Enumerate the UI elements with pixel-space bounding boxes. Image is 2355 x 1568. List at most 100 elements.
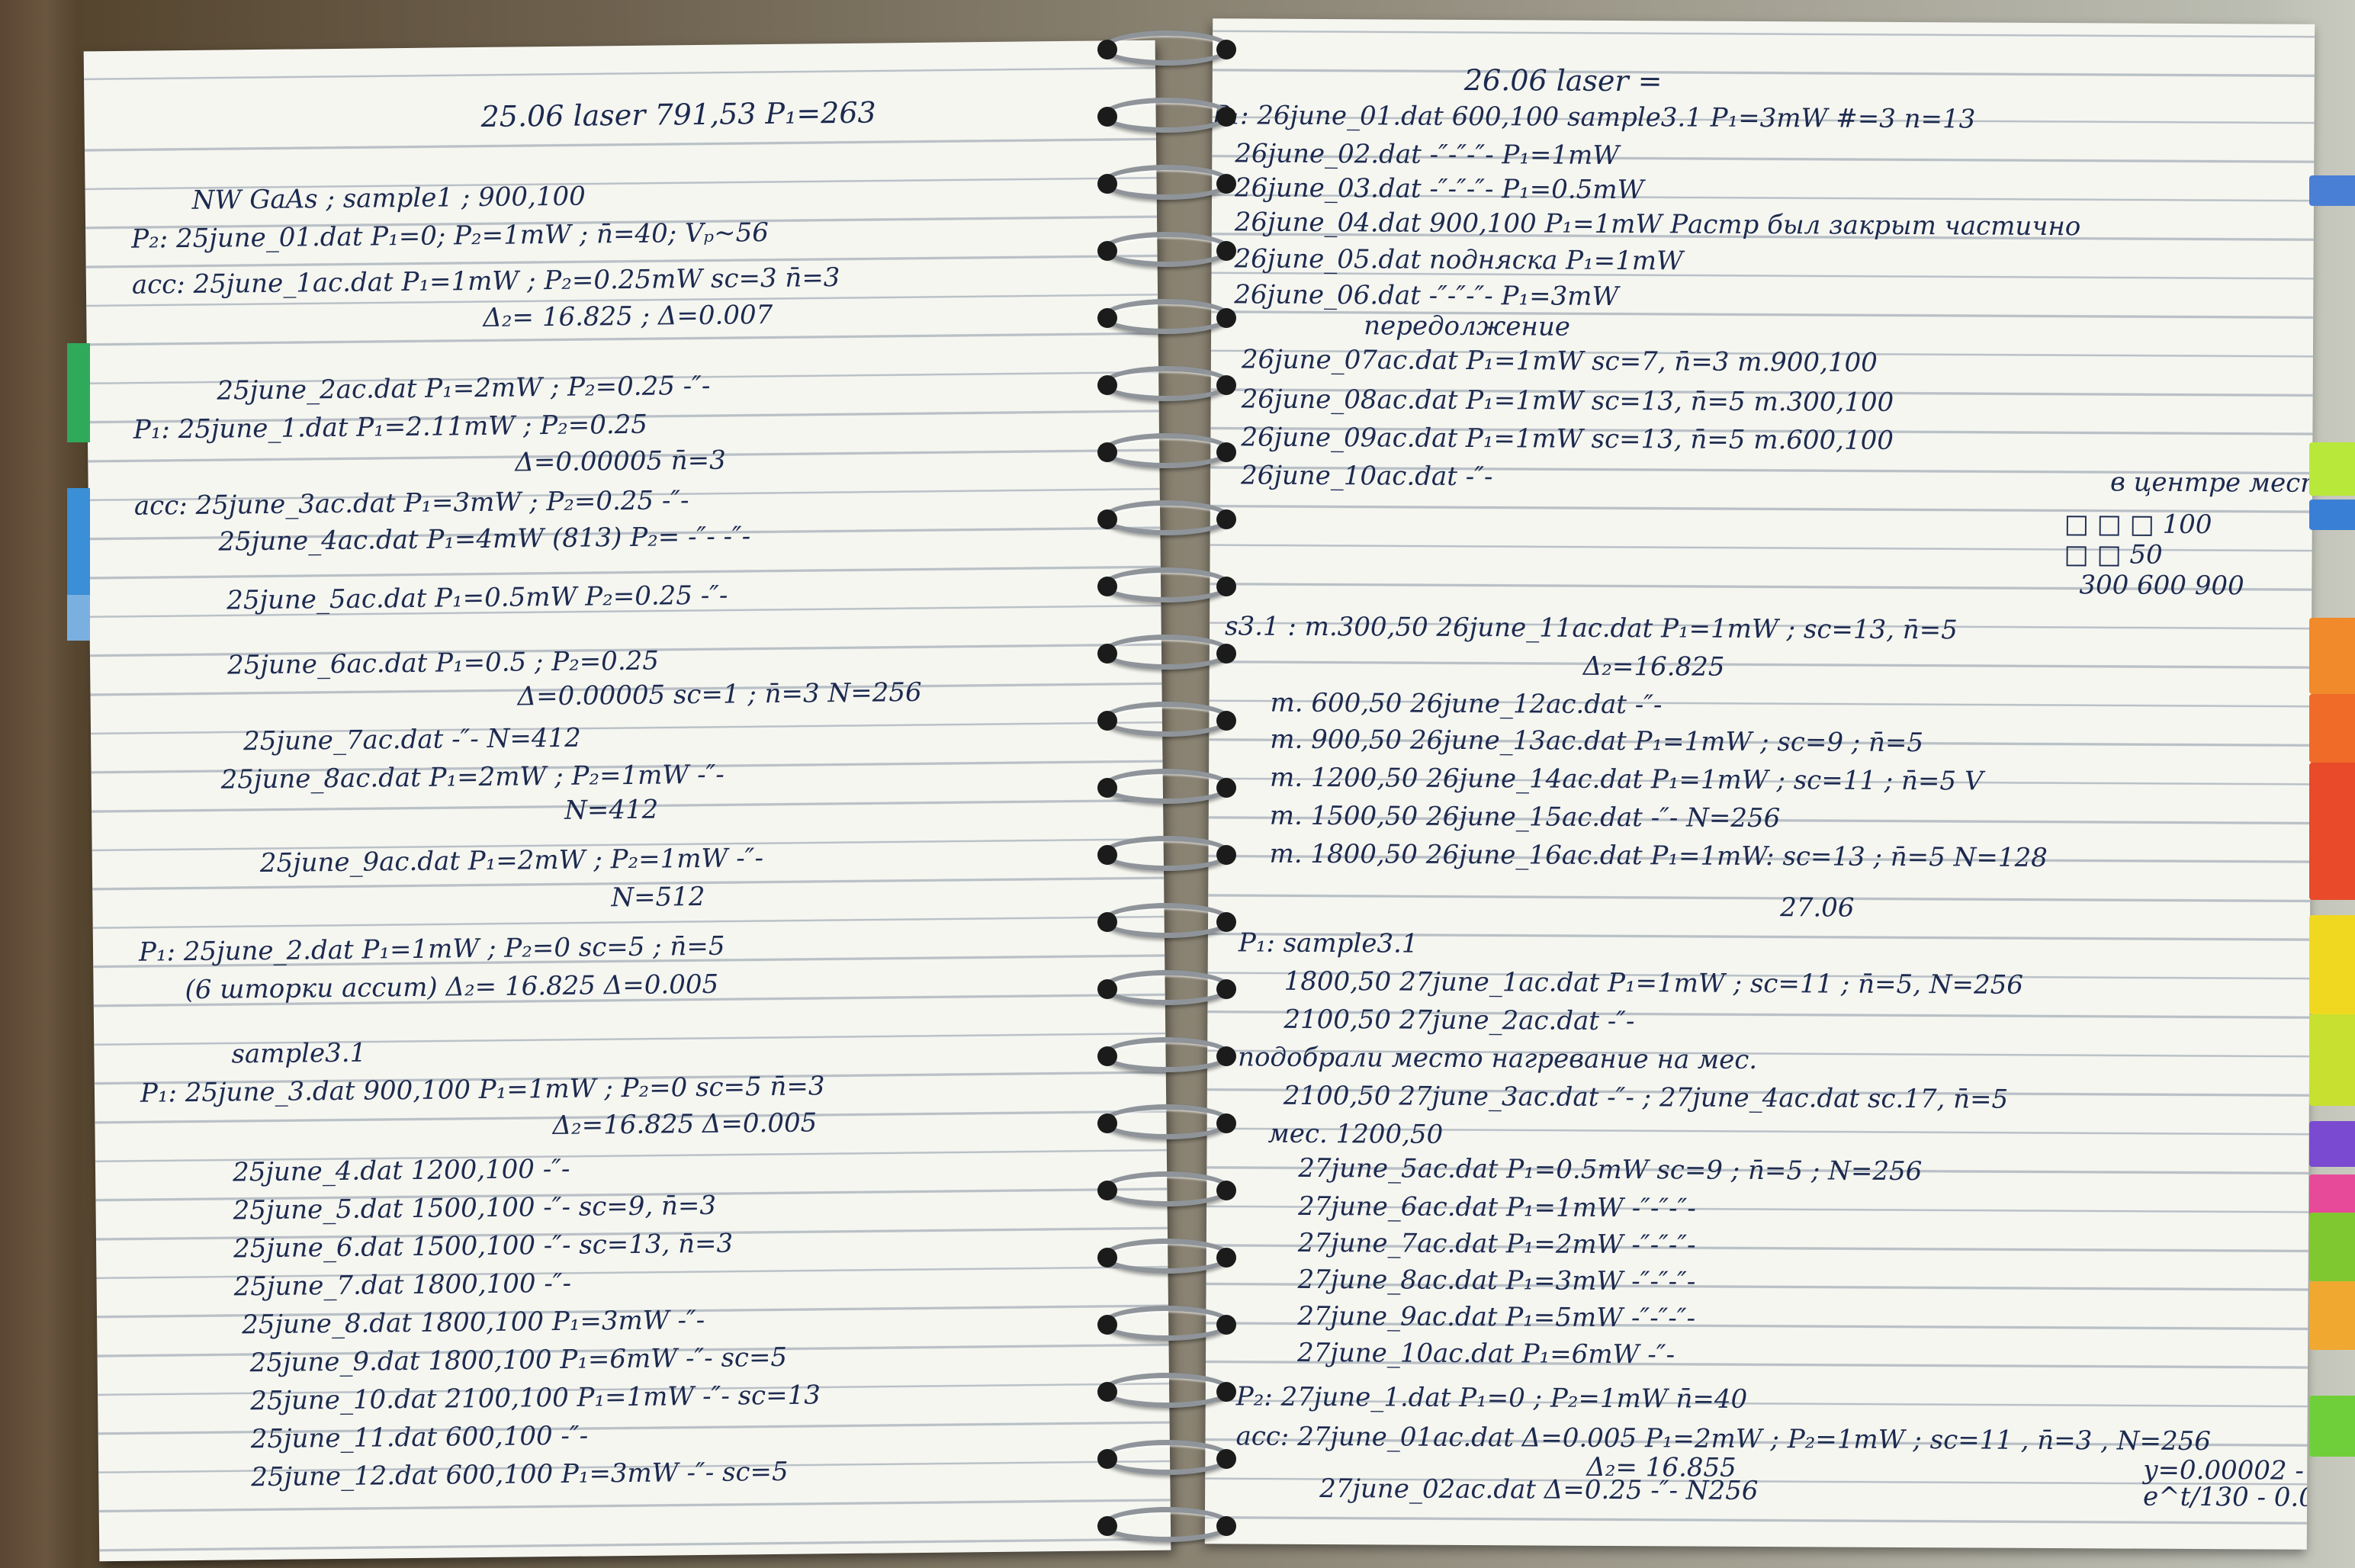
- left-notebook-page: 25.06 laser 791,53 P₁=263 NW GaAs ; samp…: [83, 40, 1171, 1562]
- spiral-ring: [1102, 31, 1232, 66]
- left-page-line: 25june_12.dat 600,100 P₁=3mW -″- sc=5: [251, 1456, 789, 1493]
- sticky-tab[interactable]: [2309, 500, 2355, 530]
- right-page-line: □ □ □ 100: [2064, 509, 2212, 541]
- sticky-tab[interactable]: [2309, 915, 2355, 1014]
- right-page-line: передолжение: [1364, 310, 1571, 342]
- right-page-title: 26.06 laser =: [1463, 63, 1663, 98]
- left-page-line: 25june_6.dat 1500,100 -″- sc=13, n̄=3: [233, 1228, 734, 1264]
- punch-hole: [1216, 711, 1236, 731]
- punch-hole: [1097, 778, 1117, 798]
- left-page-line: Δ₂=16.825 Δ=0.005: [552, 1107, 818, 1142]
- left-page-line: acc: 25june_3ac.dat P₁=3mW ; P₂=0.25 -″-: [133, 485, 689, 522]
- right-page-line: 27june_7ac.dat P₁=2mW -″-″-″-: [1297, 1227, 1696, 1261]
- left-page-line: sample3.1: [231, 1037, 367, 1070]
- right-page-line: 2100,50 27june_2ac.dat -″-: [1284, 1004, 1635, 1037]
- right-page-lines: P₁: 26june_01.dat 600,100 sample3.1 P₁=3…: [1212, 18, 2315, 1514]
- left-page-line: NW GaAs ; sample1 ; 900,100: [191, 181, 586, 216]
- punch-hole: [1216, 442, 1236, 462]
- left-page-line: 25june_9ac.dat P₁=2mW ; P₂=1mW -″-: [259, 843, 764, 879]
- sticky-tab[interactable]: [2309, 1281, 2355, 1350]
- left-page-line: 25june_5ac.dat P₁=0.5mW P₂=0.25 -″-: [227, 580, 728, 616]
- left-page-line: P₁: 25june_2.dat P₁=1mW ; P₂=0 sc=5 ; n̄…: [138, 930, 725, 968]
- punch-hole: [1216, 1248, 1236, 1268]
- spiral-ring: [1102, 1440, 1232, 1475]
- left-page-line: P₁: 25june_3.dat 900,100 P₁=1mW ; P₂=0 s…: [140, 1071, 825, 1109]
- right-page-line: 27.06: [1780, 892, 1855, 924]
- left-page-line: 25june_10.dat 2100,100 P₁=1mW -″- sc=13: [250, 1380, 821, 1417]
- punch-hole: [1216, 778, 1236, 798]
- spiral-ring: [1102, 1239, 1232, 1274]
- spiral-ring: [1102, 635, 1232, 670]
- spiral-ring: [1102, 836, 1232, 871]
- sticky-tab[interactable]: [2309, 763, 2355, 900]
- right-page-line: 26june_02.dat -″-″-″- P₁=1mW: [1235, 138, 1620, 172]
- punch-hole: [1216, 107, 1236, 127]
- punch-hole: [1216, 912, 1236, 932]
- right-page-line: 26june_08ac.dat P₁=1mW sc=13, n̄=5 m.300…: [1241, 384, 1894, 418]
- sticky-tab[interactable]: [2309, 1121, 2355, 1167]
- right-page-line: 2100,50 27june_3ac.dat -″- ; 27june_4ac.…: [1283, 1080, 2009, 1115]
- sticky-tab[interactable]: [2309, 618, 2355, 694]
- right-page-line: s3.1 : m.300,50 26june_11ac.dat P₁=1mW ;…: [1224, 611, 1958, 646]
- punch-hole: [1216, 1113, 1236, 1133]
- left-edge-tab: [67, 595, 90, 641]
- left-page-line: 25june_9.dat 1800,100 P₁=6mW -″- sc=5: [249, 1341, 788, 1379]
- punch-hole: [1097, 1516, 1117, 1536]
- punch-hole: [1097, 1181, 1117, 1200]
- right-page-line: y=0.00002 - 0.00001: [2143, 1454, 2315, 1487]
- punch-hole: [1216, 1046, 1236, 1066]
- left-page-line: 25june_4.dat 1200,100 -″-: [232, 1153, 570, 1188]
- right-page-line: m. 1800,50 26june_16ac.dat P₁=1mW: sc=13…: [1269, 838, 2048, 873]
- right-page-line: 27june_02ac.dat Δ=0.25 -″- N256: [1319, 1473, 1759, 1507]
- sticky-tab[interactable]: [2309, 442, 2355, 496]
- punch-hole: [1097, 979, 1117, 999]
- right-page-line: 26june_07ac.dat P₁=1mW sc=7, n̄=3 m.900,…: [1241, 344, 1878, 378]
- punch-hole: [1097, 375, 1117, 395]
- right-page-line: подобрали место нагревание на мес.: [1238, 1042, 1758, 1075]
- punch-hole: [1097, 711, 1117, 731]
- left-page-line: (6 шторки accum) Δ₂= 16.825 Δ=0.005: [185, 969, 719, 1006]
- right-page-line: 27june_9ac.dat P₁=5mW -″-″-″-: [1297, 1300, 1696, 1334]
- punch-hole: [1097, 308, 1117, 328]
- right-page-line: m. 1500,50 26june_15ac.dat -″- N=256: [1269, 800, 1781, 834]
- left-page-line: 25june_8.dat 1800,100 P₁=3mW -″-: [241, 1304, 705, 1341]
- punch-hole: [1216, 40, 1236, 59]
- right-page-line: 1800,50 27june_1ac.dat P₁=1mW ; sc=11 ; …: [1284, 966, 2024, 1001]
- spiral-ring: [1102, 299, 1232, 334]
- punch-hole: [1216, 375, 1236, 395]
- left-page-title: 25.06 laser 791,53 P₁=263: [480, 95, 876, 133]
- right-page-line: 26june_09ac.dat P₁=1mW sc=13, n̄=5 m.600…: [1241, 422, 1894, 456]
- right-page-line: m. 1200,50 26june_14ac.dat P₁=1mW ; sc=1…: [1269, 762, 1984, 797]
- punch-hole: [1097, 1113, 1117, 1133]
- left-page-line: 25june_7ac.dat -″- N=412: [243, 722, 581, 757]
- sticky-tab[interactable]: [2309, 1213, 2355, 1281]
- punch-hole: [1216, 644, 1236, 664]
- left-page-line: 25june_6ac.dat P₁=0.5 ; P₂=0.25: [227, 645, 660, 681]
- punch-hole: [1097, 1315, 1117, 1335]
- left-page-line: Δ=0.00005 sc=1 ; n̄=3 N=256: [517, 676, 922, 712]
- left-page-line: acc: 25june_1ac.dat P₁=1mW ; P₂=0.25mW s…: [131, 262, 840, 300]
- right-page-line: Δ₂=16.825: [1582, 651, 1725, 683]
- left-page-line: N=412: [564, 794, 659, 826]
- right-page-line: acc: 27june_01ac.dat Δ=0.005 P₁=2mW ; P₂…: [1235, 1421, 2212, 1457]
- spiral-ring: [1102, 232, 1232, 267]
- right-page-line: 27june_10ac.dat P₁=6mW -″-: [1296, 1337, 1675, 1370]
- spiral-ring: [1102, 1507, 1232, 1542]
- punch-hole: [1216, 1181, 1236, 1200]
- spiral-ring: [1102, 1373, 1232, 1408]
- sticky-tab[interactable]: [2309, 694, 2355, 763]
- spiral-ring: [1102, 702, 1232, 737]
- left-page-line: P₁: 25june_1.dat P₁=2.11mW ; P₂=0.25: [133, 409, 648, 445]
- punch-hole: [1097, 1449, 1117, 1469]
- right-page-line: мес. 1200,50: [1267, 1118, 1444, 1150]
- sticky-tab[interactable]: [2309, 1396, 2355, 1457]
- punch-hole: [1097, 40, 1117, 59]
- spiral-ring: [1102, 903, 1232, 938]
- punch-hole: [1097, 1046, 1117, 1066]
- spiral-ring: [1102, 567, 1232, 602]
- sticky-tab[interactable]: [2309, 1014, 2355, 1106]
- punch-hole: [1216, 1516, 1236, 1536]
- sticky-tab[interactable]: [2309, 175, 2355, 206]
- right-page-line: P₁: 26june_01.dat 600,100 sample3.1 P₁=3…: [1212, 100, 1976, 135]
